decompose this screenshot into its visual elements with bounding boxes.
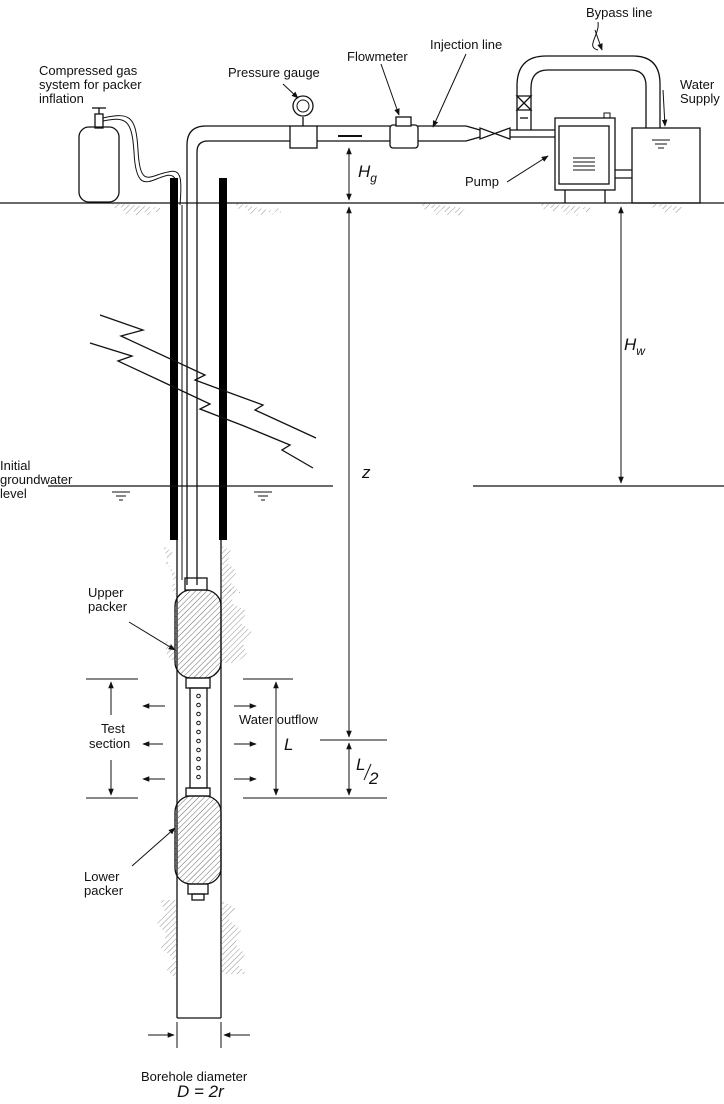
label-initial-gw-2: groundwater (0, 472, 73, 487)
fracture-break-lines (89, 314, 317, 469)
lower-packer (174, 787, 222, 901)
label-l: L (284, 735, 293, 754)
label-test-section-1: Test (101, 721, 125, 736)
injection-line (186, 125, 555, 585)
label-pump: Pump (465, 174, 499, 189)
svg-text:2: 2 (368, 769, 379, 788)
label-compressed-gas-2: system for packer (39, 77, 142, 92)
label-l-half: L 2 (356, 755, 379, 788)
label-compressed-gas-1: Compressed gas (39, 63, 138, 78)
label-water-outflow: Water outflow (239, 712, 319, 727)
bypass-line (515, 55, 661, 130)
groundwater-level (48, 485, 724, 501)
label-compressed-gas-3: inflation (39, 91, 84, 106)
dimension-l (243, 678, 387, 799)
ground-surface (0, 202, 724, 218)
label-test-section-2: section (89, 736, 130, 751)
label-bypass-line: Bypass line (586, 5, 652, 20)
perforations (196, 693, 201, 780)
pressure-gauge (289, 95, 318, 149)
label-lower-packer-2: packer (84, 883, 124, 898)
label-borehole-formula: D = 2r (177, 1082, 225, 1101)
outflow-arrows (142, 703, 257, 782)
gas-cylinder (78, 107, 182, 206)
label-initial-gw-1: Initial (0, 458, 30, 473)
label-pressure-gauge: Pressure gauge (228, 65, 320, 80)
label-lower-packer-1: Lower (84, 869, 120, 884)
perforated-pipe (189, 687, 208, 789)
upper-packer (174, 577, 222, 689)
label-upper-packer-1: Upper (88, 585, 124, 600)
label-initial-gw-3: level (0, 486, 27, 501)
label-hg: Hg (358, 162, 377, 185)
dimension-borehole-diameter (148, 1022, 250, 1048)
label-z: z (361, 463, 371, 482)
dimension-z (320, 206, 387, 741)
label-injection-line: Injection line (430, 37, 502, 52)
label-borehole-diameter: Borehole diameter (141, 1069, 248, 1084)
pump (554, 112, 632, 203)
label-hw: Hw (624, 335, 646, 358)
leader-lines (128, 21, 668, 867)
label-flowmeter: Flowmeter (347, 49, 408, 64)
dimension-test-section (86, 678, 138, 799)
label-water-supply-2: Supply (680, 91, 720, 106)
svg-text:L: L (356, 755, 365, 774)
water-supply-tank (631, 127, 701, 204)
label-water-supply-1: Water (680, 77, 715, 92)
label-upper-packer-2: packer (88, 599, 128, 614)
flowmeter (389, 116, 419, 149)
